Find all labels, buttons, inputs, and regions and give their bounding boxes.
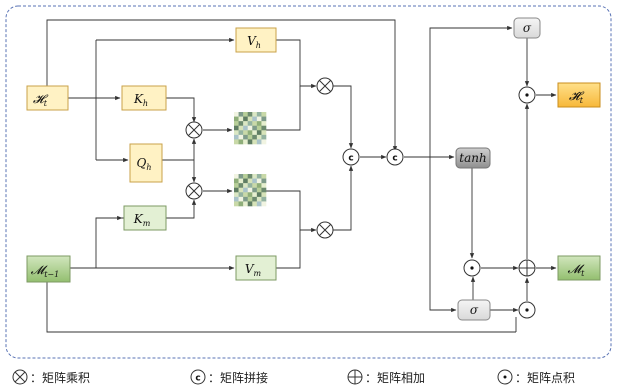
concat-op-2: c	[386, 148, 404, 166]
node-m-t-minus-1: 𝓜t−1	[26, 255, 71, 283]
dot-op-2	[463, 259, 481, 277]
node-k-h: Kh	[121, 85, 167, 111]
node-v-h-label: V	[247, 34, 257, 48]
node-k-h-sub: h	[143, 99, 148, 108]
legend-multiply-text: ：矩阵乘积	[30, 371, 90, 385]
multiply-op-1	[185, 121, 203, 139]
legend-add: ：矩阵相加	[347, 369, 425, 385]
node-q-h-label: Q	[137, 156, 147, 170]
node-tanh: tanh	[455, 147, 491, 169]
node-k-m: Km	[123, 205, 167, 231]
node-m-t: 𝓜t	[557, 255, 601, 281]
svg-text:Vm: Vm	[245, 262, 262, 278]
svg-text:𝓜t−1: 𝓜t−1	[31, 263, 59, 279]
node-sigma-top: σ	[513, 17, 541, 39]
svg-text:𝓜t: 𝓜t	[568, 262, 585, 278]
node-h-t-sub: t	[44, 99, 48, 108]
node-v-m-label: V	[245, 262, 255, 276]
concat-op-2-label: c	[392, 154, 397, 164]
concat-icon	[190, 369, 206, 385]
node-v-h: Vh	[235, 27, 277, 53]
legend-multiply: ：矩阵乘积	[12, 369, 90, 385]
node-sigma-bottom-label: σ	[470, 303, 479, 317]
attention-map-m	[234, 174, 267, 207]
node-m-t-sub: t	[581, 269, 585, 278]
node-h-t: 𝓗t	[26, 85, 69, 111]
legend-dot: ：矩阵点积	[497, 369, 575, 385]
dot-op-3	[518, 301, 536, 319]
legend-concat: c ：矩阵拼接	[190, 369, 268, 385]
node-sigma-bottom: σ	[457, 299, 491, 321]
attention-map-h	[234, 112, 267, 145]
svg-text:Kh: Kh	[133, 92, 148, 108]
svg-text:Qh: Qh	[137, 156, 152, 172]
node-h-hat-t-sub: t	[580, 96, 584, 105]
node-q-h: Qh	[129, 143, 163, 183]
node-k-h-label: K	[133, 92, 144, 106]
multiply-op-2	[185, 182, 203, 200]
add-op	[518, 259, 536, 277]
node-v-m: Vm	[235, 255, 277, 281]
multiply-op-4	[316, 221, 334, 239]
node-m-t1-sub: t−1	[44, 270, 59, 279]
node-k-m-sub: m	[143, 219, 151, 228]
node-q-h-sub: h	[146, 163, 151, 172]
node-k-m-label: K	[133, 212, 144, 226]
connections	[46, 19, 557, 333]
svg-text:Vh: Vh	[247, 34, 261, 50]
diagram-frame	[5, 5, 612, 359]
legend-concat-text: ：矩阵拼接	[208, 370, 268, 385]
node-v-h-sub: h	[256, 41, 261, 50]
legend-concat-symbol: c	[195, 374, 200, 384]
svg-text:Km: Km	[133, 212, 151, 228]
legend-add-text: ：矩阵相加	[365, 371, 425, 385]
node-h-hat-t: 𝓗̂t	[557, 82, 601, 108]
node-v-m-sub: m	[254, 269, 262, 278]
concat-op-1: c	[342, 148, 360, 166]
node-sigma-top-label: σ	[523, 21, 532, 35]
node-m-t-label: 𝓜	[568, 262, 585, 276]
node-m-t1-label: 𝓜	[31, 263, 48, 277]
legend-dot-text: ：矩阵点积	[515, 371, 575, 385]
concat-op-1-label: c	[348, 154, 353, 164]
dot-op-1	[518, 86, 536, 104]
multiply-op-3	[316, 77, 334, 95]
node-tanh-label: tanh	[459, 151, 486, 165]
legend: ：矩阵乘积 c ：矩阵拼接 ：矩阵相加 ：矩阵点积	[12, 369, 575, 385]
